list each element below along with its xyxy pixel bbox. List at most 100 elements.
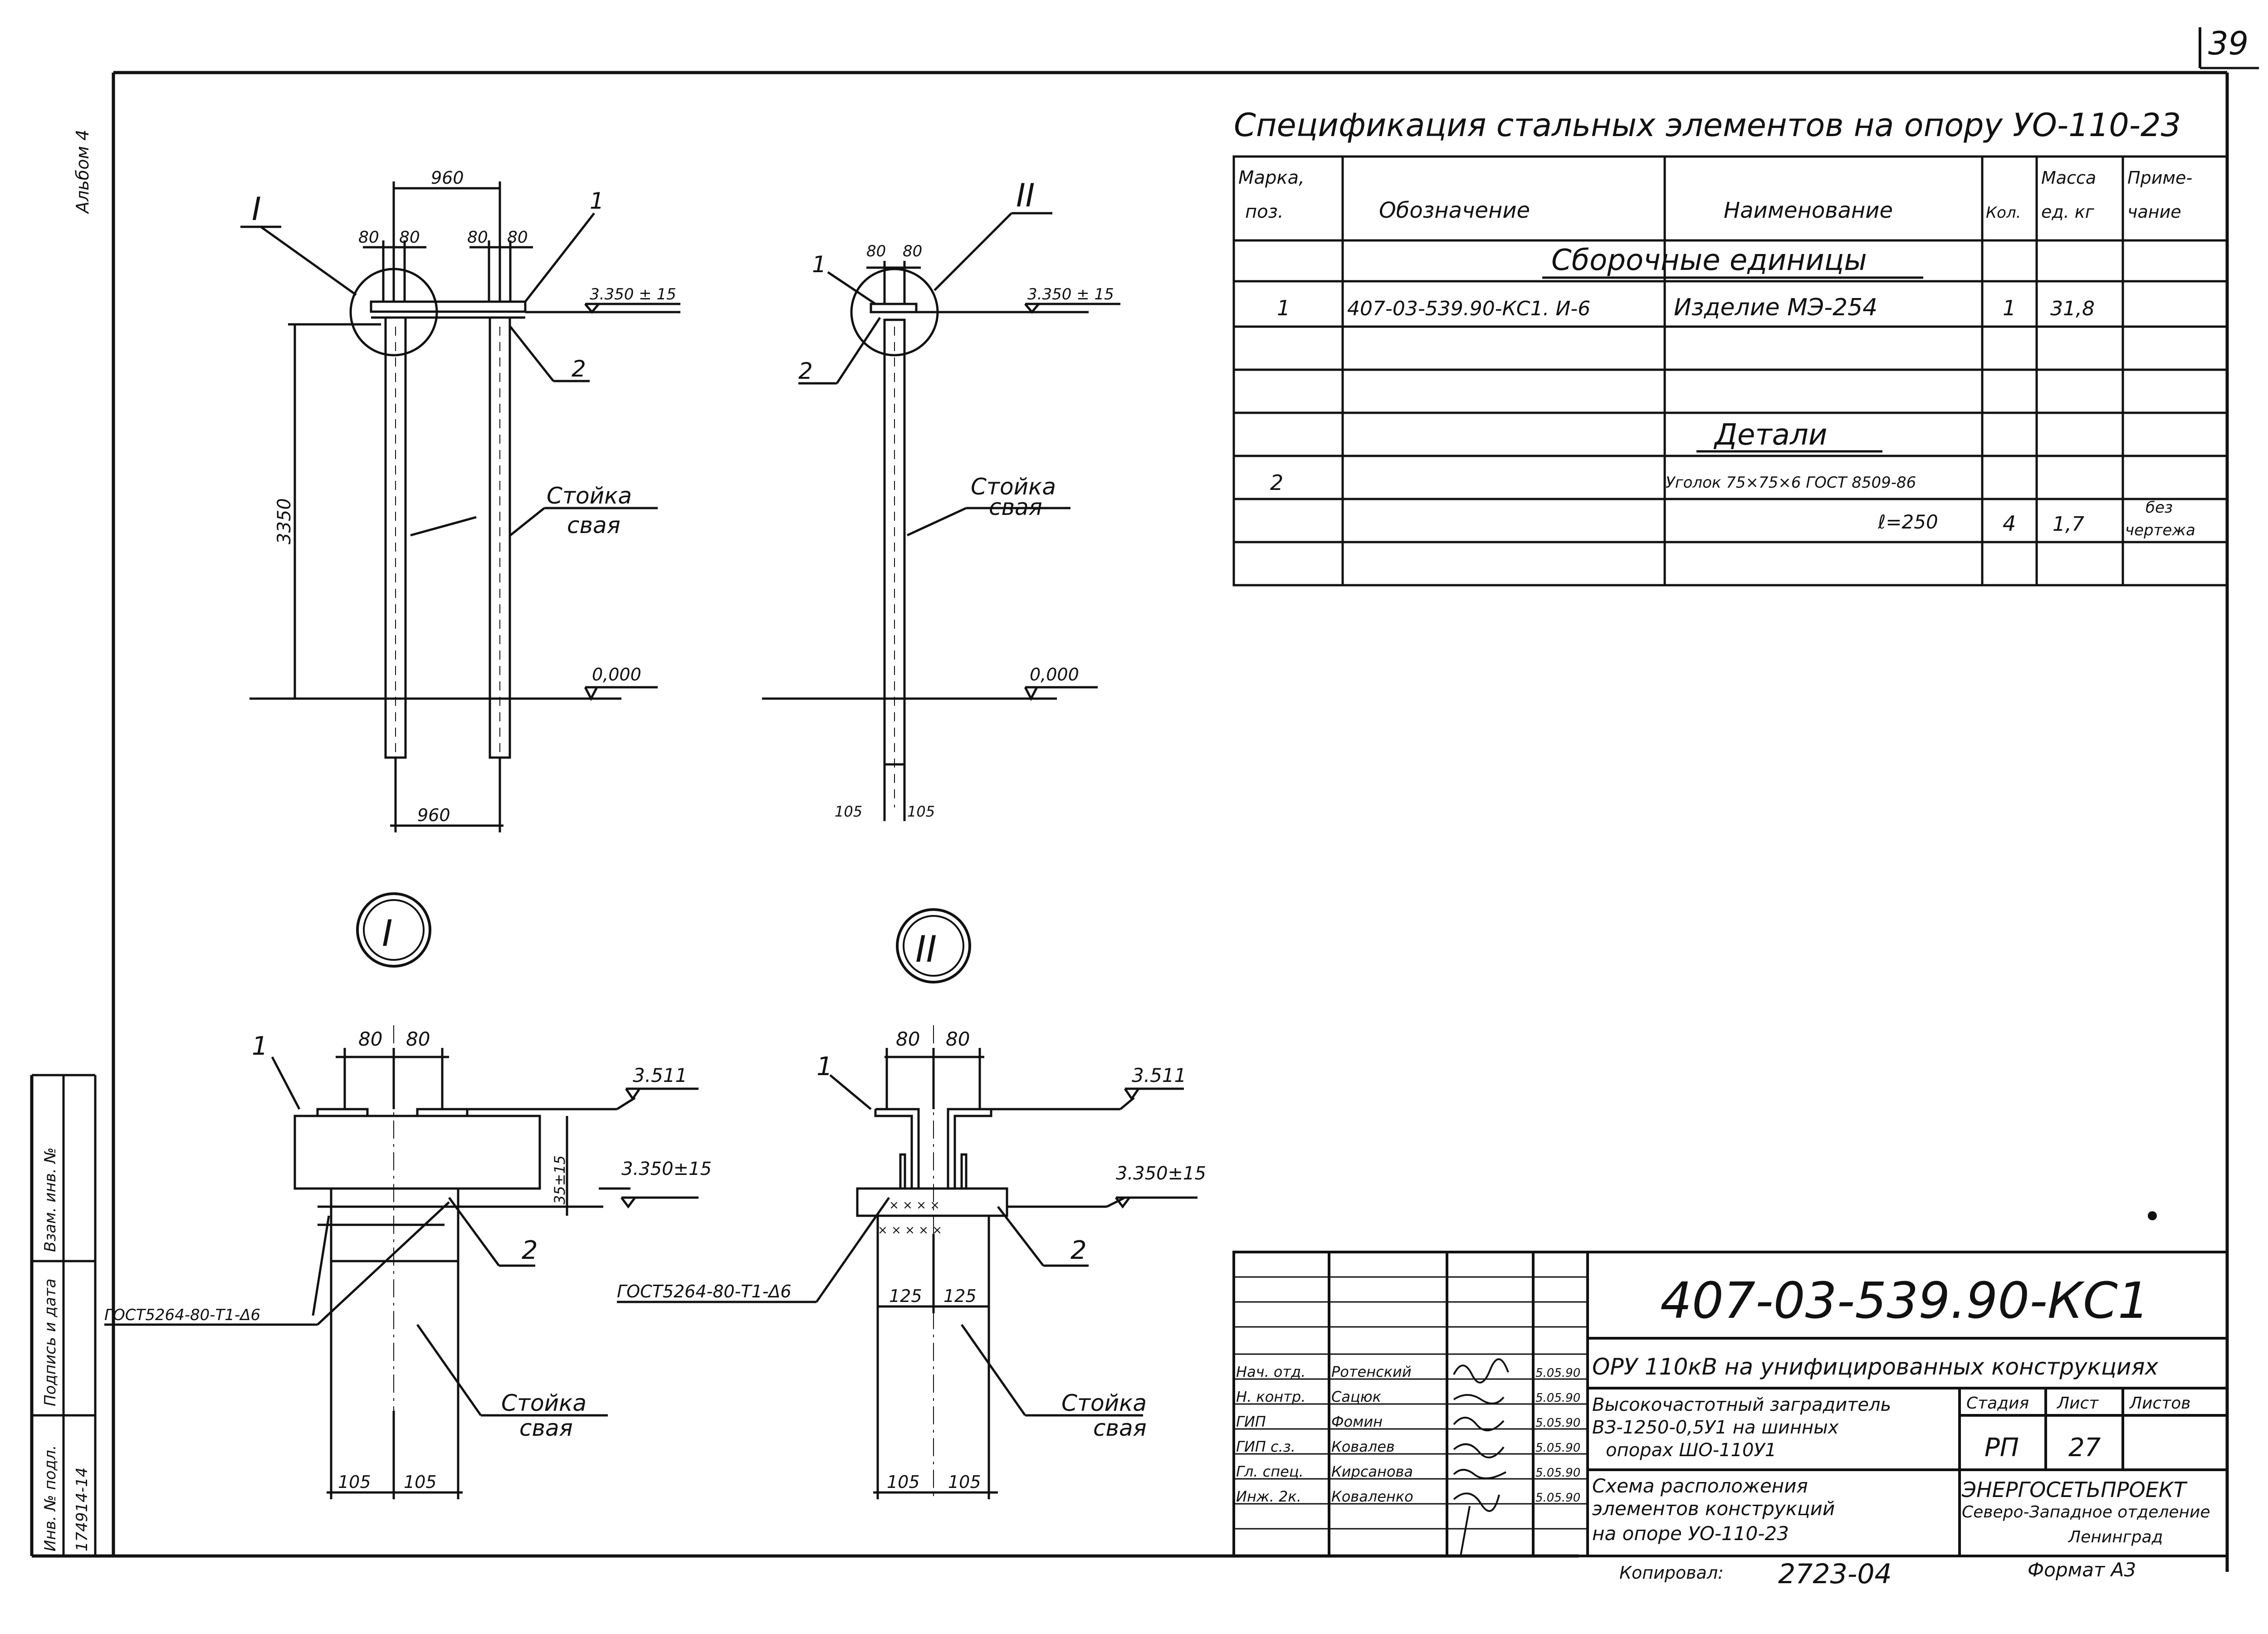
elev-top: 3.511 [1132, 1064, 1186, 1086]
stray-dot [2148, 1211, 2157, 1220]
gap: 35±15 [551, 1155, 568, 1204]
dim-105a: 105 [835, 803, 862, 820]
name-4: Кирсанова [1331, 1463, 1413, 1480]
row2-name: Уголок 75×75×6 ГОСТ 8509-86 [1666, 474, 1916, 492]
detail-I-marker: I [382, 912, 393, 954]
handwritten-signatures [1453, 1358, 1509, 1556]
dim-80b: 80 [903, 242, 922, 260]
label-2: 2 [572, 356, 586, 382]
sheet-value: 27 [2068, 1433, 2101, 1463]
label-1: 1 [816, 1052, 833, 1081]
spec-table [1232, 155, 2229, 587]
date-4: 5.05.90 [1535, 1466, 1580, 1480]
album-label: Альбом 4 [73, 130, 93, 215]
sheets-header: Листов [2129, 1394, 2190, 1413]
elev-mid: 3.350±15 [621, 1159, 712, 1179]
role-0: Нач. отд. [1236, 1363, 1305, 1380]
dim-80b: 80 [946, 1028, 970, 1050]
name-3: Ковалев [1331, 1438, 1395, 1455]
post-label: Стойка [547, 483, 632, 509]
row2-pos: 2 [1270, 470, 1283, 495]
row1-designation: 407-03-539.90-КС1. И-6 [1347, 297, 1590, 320]
post-label: Стойка [971, 474, 1056, 500]
post-label2: свая [519, 1415, 573, 1441]
detail-II-marker: II [915, 928, 937, 970]
role-4: Гл. спец. [1236, 1463, 1304, 1480]
dim-80a: 80 [358, 228, 379, 247]
doc-code: 407-03-539.90-КС1 [1660, 1272, 2150, 1330]
stage-value: РП [1984, 1433, 2019, 1463]
hdr-mark: Марка, [1238, 167, 1305, 188]
signature-rows: Нач. отд. Ротенский 5.05.90 Н. контр. Са… [1236, 1363, 1580, 1505]
org-city: Ленинград [2068, 1528, 2163, 1546]
date-3: 5.05.90 [1535, 1441, 1580, 1455]
row2-name2: ℓ=250 [1877, 511, 1938, 533]
sheet-title-3: на опоре УО-110-23 [1592, 1522, 1789, 1545]
stamp-replace: Взам. инв. № [41, 1147, 59, 1252]
hdr-name: Наименование [1724, 198, 1893, 223]
row2-qty: 4 [2003, 511, 2016, 536]
stamp-inv-orig: Инв. № подл. [41, 1445, 59, 1551]
row1-name: Изделие МЭ-254 [1674, 294, 1877, 321]
section-details: Детали [1713, 418, 1827, 452]
elev-top: 3.350 ± 15 [590, 285, 676, 303]
dim-105b: 105 [404, 1472, 437, 1492]
weld: ГОСТ5264-80-Т1-Δ6 [617, 1282, 792, 1301]
post-label: Стойка [501, 1390, 587, 1416]
date-1: 5.05.90 [1535, 1391, 1580, 1405]
dim-top-960: 960 [431, 168, 464, 188]
spec-header: Марка, поз. Обозначение Наименование Кол… [1238, 167, 2192, 223]
dim-80c: 80 [467, 228, 488, 247]
dim-105b: 105 [907, 803, 935, 820]
date-2: 5.05.90 [1535, 1416, 1580, 1430]
spec-title: Спецификация стальных элементов на опору… [1234, 107, 2181, 144]
sheet-frame [30, 71, 2229, 1572]
elev-ground: 0,000 [1030, 665, 1079, 685]
label-2: 2 [798, 358, 813, 384]
dim-80d: 80 [507, 228, 528, 247]
hdr-designation: Обозначение [1379, 198, 1530, 223]
view-right: II 80 80 1 2 3.350 ± 15 0,000 Стойка сва… [762, 177, 1120, 821]
detail-I: I [104, 892, 712, 1499]
org-name: ЭНЕРГОСЕТЬПРОЕКТ [1961, 1477, 2188, 1502]
dim-125a: 125 [889, 1286, 922, 1306]
label-1: 1 [252, 1032, 268, 1061]
spec-row-2: 2 Уголок 75×75×6 ГОСТ 8509-86 ℓ=250 4 1,… [1270, 470, 2195, 539]
org-branch: Северо-Западное отделение [1962, 1503, 2210, 1521]
detail-II: II [617, 908, 1206, 1499]
height-3350: 3350 [274, 498, 295, 544]
role-5: Инж. 2к. [1236, 1488, 1301, 1505]
row1-pos: 1 [1277, 296, 1290, 320]
label-1: 1 [812, 251, 826, 278]
row1-mass: 31,8 [2050, 297, 2095, 320]
sheet-header: Лист [2056, 1394, 2099, 1413]
copied-label: Копировал: [1619, 1563, 1724, 1583]
desc-2: ВЗ-1250-0,5У1 на шинных [1592, 1417, 1839, 1438]
name-5: Коваленко [1331, 1488, 1413, 1505]
sheet-title-1: Схема расположения [1592, 1475, 1808, 1497]
dim-80a: 80 [866, 242, 886, 260]
role-3: ГИП с.з. [1236, 1438, 1295, 1455]
date-5: 5.05.90 [1535, 1491, 1580, 1505]
hdr-note: Приме- [2127, 168, 2192, 188]
post-label2: свая [567, 512, 621, 538]
row1-qty: 1 [2003, 296, 2016, 320]
copy-number: 2723-04 [1778, 1558, 1892, 1590]
role-2: ГИП [1236, 1413, 1266, 1430]
date-0: 5.05.90 [1535, 1366, 1580, 1380]
stamp-inv-no: 174914-14 [73, 1468, 91, 1551]
name-0: Ротенский [1331, 1363, 1412, 1380]
spec-row-1: 1 407-03-539.90-КС1. И-6 Изделие МЭ-254 … [1277, 294, 2095, 321]
dim-80a: 80 [358, 1028, 382, 1050]
dim-80a: 80 [896, 1028, 920, 1050]
callout-II: II [1016, 177, 1035, 214]
hdr-mass-unit: ед. кг [2041, 202, 2095, 222]
dim-125b: 125 [943, 1286, 977, 1306]
post-label2: свая [989, 494, 1042, 520]
dim-80b: 80 [399, 228, 420, 247]
role-1: Н. контр. [1236, 1388, 1305, 1405]
callout-I: I [252, 191, 261, 228]
weld-marks-lower: × × × × × [878, 1223, 942, 1237]
section-assemblies: Сборочные единицы [1551, 244, 1867, 277]
